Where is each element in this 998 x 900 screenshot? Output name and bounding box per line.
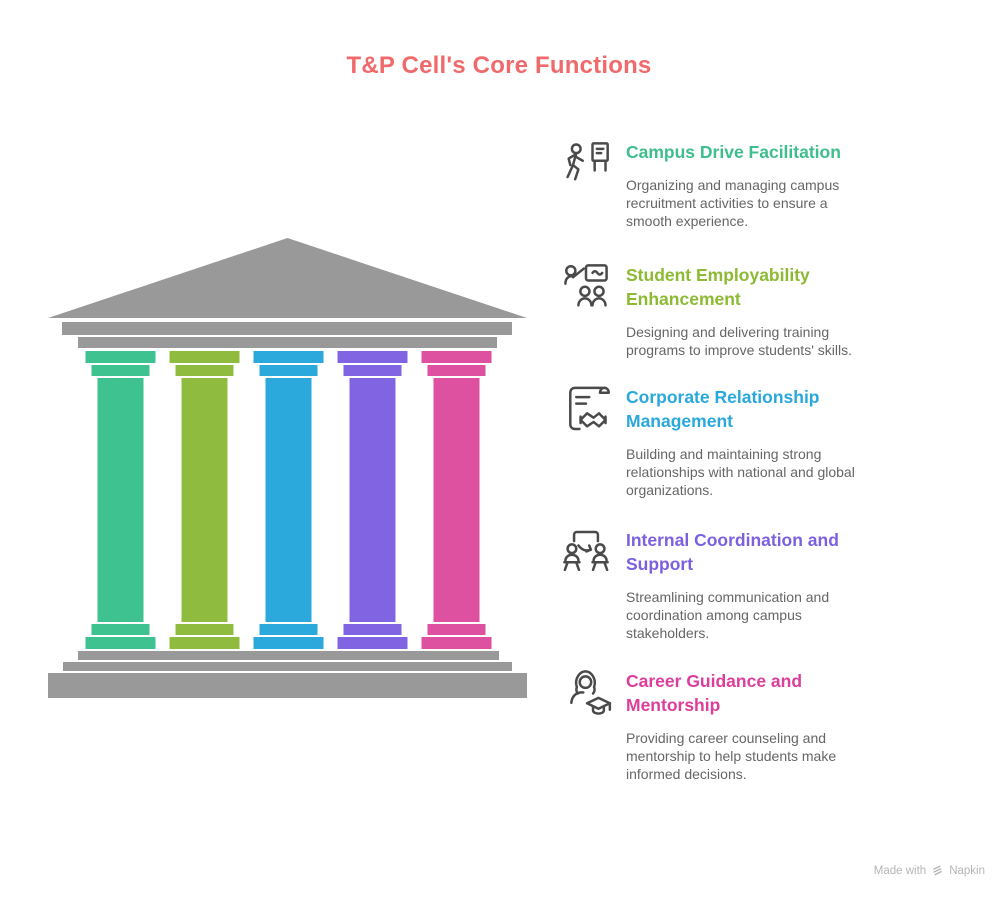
list-item-internal-coordination: Internal Coordination and Support Stream… <box>560 526 890 642</box>
item-title: Student Employability Enhancement <box>626 265 810 309</box>
watermark-made-with: Made with <box>873 864 927 877</box>
list-item-campus-drive: Campus Drive Facilitation Organizing and… <box>560 138 890 230</box>
temple-step-bottom <box>48 673 527 698</box>
person-graduation-cap-icon <box>560 667 612 719</box>
pillar-career-guidance <box>421 351 492 649</box>
watermark-brand: Napkin <box>949 864 985 877</box>
list-item-career-guidance: Career Guidance and Mentorship Providing… <box>560 667 890 783</box>
item-content: Career Guidance and Mentorship Providing… <box>626 667 836 783</box>
item-title: Internal Coordination and Support <box>626 530 839 574</box>
seated-people-link-icon <box>560 526 612 578</box>
item-description: Building and maintaining strong relation… <box>626 446 855 498</box>
item-title: Campus Drive Facilitation <box>626 142 841 162</box>
walking-person-signboard-icon <box>560 138 612 190</box>
pillar-campus-drive <box>85 351 156 649</box>
item-content: Campus Drive Facilitation Organizing and… <box>626 138 841 230</box>
temple-architrave-lower <box>78 337 497 348</box>
document-handshake-icon <box>560 383 612 435</box>
item-title: Career Guidance and Mentorship <box>626 671 803 715</box>
item-description: Organizing and managing campus recruitme… <box>626 177 840 229</box>
list-item-student-employability: Student Employability Enhancement Design… <box>560 261 890 359</box>
page-title: T&P Cell's Core Functions <box>346 52 652 79</box>
list-item-corporate-relationship: Corporate Relationship Management Buildi… <box>560 383 890 499</box>
temple-structure <box>48 238 527 698</box>
watermark: Made with Napkin <box>874 864 985 877</box>
pillar-corporate-relationship <box>253 351 324 649</box>
item-content: Student Employability Enhancement Design… <box>626 261 852 359</box>
temple-step-top <box>78 651 499 660</box>
item-title: Corporate Relationship Management <box>626 387 820 431</box>
item-description: Providing career counseling and mentorsh… <box>626 730 837 782</box>
temple-pediment-icon <box>48 238 527 318</box>
napkin-logo-icon <box>933 865 943 876</box>
presenter-whiteboard-students-icon <box>560 261 612 313</box>
temple-step-middle <box>63 662 512 671</box>
item-description: Designing and delivering training progra… <box>626 324 852 358</box>
pillar-internal-coordination <box>337 351 408 649</box>
temple-architrave-upper <box>62 322 512 335</box>
item-content: Corporate Relationship Management Buildi… <box>626 383 855 499</box>
temple-illustration <box>48 238 527 698</box>
pillar-student-employability <box>169 351 240 649</box>
item-content: Internal Coordination and Support Stream… <box>626 526 839 642</box>
item-description: Streamlining communication and coordinat… <box>626 589 830 641</box>
